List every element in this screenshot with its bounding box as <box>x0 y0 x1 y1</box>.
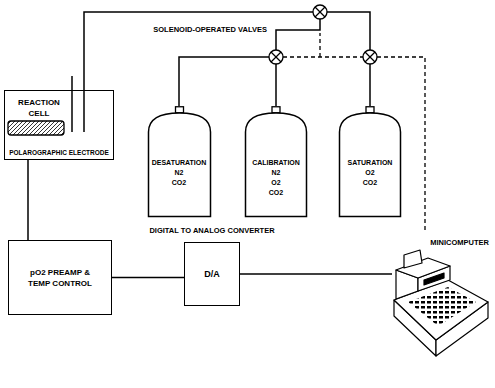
cylinder-label: N2 <box>175 168 184 178</box>
cylinder-body <box>148 113 210 217</box>
converter-label: D/A <box>204 268 220 280</box>
computer-keys <box>408 287 476 326</box>
cylinder-label: O2 <box>365 168 374 178</box>
valve-label: SOLENOID-OPERATED VALVES <box>152 25 268 34</box>
cylinder-neck <box>175 107 183 113</box>
solenoid-valve <box>269 5 377 64</box>
cell-tube <box>71 76 73 132</box>
electrode-label-holder: POLAROGRAPHIC ELECTRODE <box>4 141 114 159</box>
gas-cylinder: SATURATIONO2CO2 <box>338 106 402 218</box>
gas-cylinder: CALIBRATIONN2O2CO2 <box>244 106 308 218</box>
cylinder-label: O2 <box>271 178 280 188</box>
gas-line <box>179 57 269 106</box>
display-slot <box>424 273 444 285</box>
control-line <box>283 56 363 57</box>
signal-line <box>240 273 392 275</box>
cylinder-body <box>340 113 401 217</box>
cylinder-label: N2 <box>272 168 281 178</box>
converter-heading: DIGITAL TO ANALOG CONVERTER <box>149 226 274 236</box>
cylinder-label: CO2 <box>172 178 186 188</box>
box-label: pO2 PREAMP & TEMP CONTROL <box>25 267 95 289</box>
signal-line <box>27 160 29 240</box>
minicomputer: MINICOMPUTER <box>392 236 492 381</box>
cylinder-neck <box>366 107 374 113</box>
gas-cylinder: DESATURATIONN2CO2 <box>147 106 212 218</box>
valve-label-holder: SOLENOID-OPERATED VALVES <box>120 18 268 36</box>
cylinder-label: CALIBRATION <box>252 158 300 168</box>
electrode-symbol <box>8 121 64 135</box>
computer-label: MINICOMPUTER <box>392 238 489 248</box>
gas-line <box>275 64 277 106</box>
cylinder-label: DESATURATION <box>152 158 207 168</box>
converter-unit: DIGITAL TO ANALOG CONVERTER D/A <box>149 226 275 306</box>
printer-paper <box>404 250 422 268</box>
preamp-box: pO2 PREAMP & TEMP CONTROL <box>8 240 112 315</box>
cylinder-label: SATURATION <box>348 158 393 168</box>
cylinder-neck <box>272 107 280 113</box>
electrode-label: POLAROGRAPHIC ELECTRODE <box>8 149 110 156</box>
converter-box: D/A <box>184 242 240 306</box>
cylinder-body <box>246 113 307 217</box>
gas-line <box>327 12 370 50</box>
control-line <box>319 33 320 57</box>
signal-line <box>112 277 184 279</box>
cell-label: REACTION CELL <box>13 97 65 119</box>
cylinder-label: CO2 <box>269 188 283 198</box>
gas-line <box>276 19 320 50</box>
valve-symbol <box>313 5 327 19</box>
minicomputer-figure <box>394 250 488 356</box>
cylinder-label: CO2 <box>363 178 377 188</box>
gas-line <box>369 64 371 106</box>
gas-line <box>72 12 370 132</box>
valve-symbol <box>363 50 377 64</box>
valve-symbol <box>269 50 283 64</box>
